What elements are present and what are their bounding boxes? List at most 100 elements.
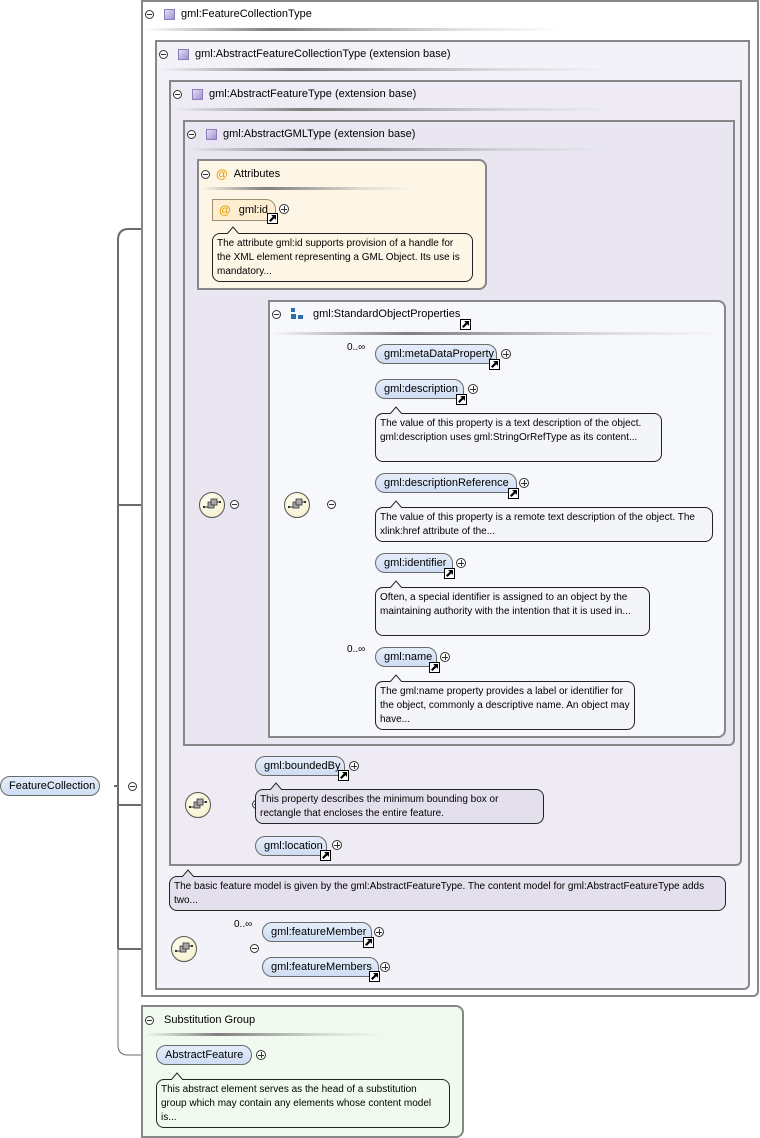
expand-icon[interactable] — [519, 478, 529, 488]
attributes-label: Attributes — [233, 168, 281, 180]
expand-icon[interactable] — [256, 1050, 266, 1060]
expand-icon[interactable] — [468, 384, 478, 394]
collapse-icon[interactable] — [250, 944, 260, 953]
tooltip-arrow — [182, 869, 194, 877]
element-featuremembers[interactable]: gml:featureMembers — [262, 957, 379, 977]
expand-icon[interactable] — [380, 962, 390, 972]
expand-icon[interactable] — [440, 652, 450, 662]
collapse-icon[interactable] — [327, 500, 337, 509]
type-box-label: gml:FeatureCollectionType — [181, 8, 312, 20]
element-abstractfeature[interactable]: AbstractFeature — [156, 1045, 252, 1065]
element-descriptionreference[interactable]: gml:descriptionReference — [375, 473, 517, 493]
base3-label: gml:AbstractGMLType (extension base) — [223, 128, 416, 140]
group-icon — [291, 308, 303, 319]
expand-icon[interactable] — [374, 927, 384, 937]
element-name: gml:boundedBy — [264, 760, 341, 772]
collapse-icon[interactable] — [187, 129, 196, 139]
separator — [187, 148, 607, 151]
collapse-icon[interactable] — [272, 309, 281, 319]
separator — [201, 187, 416, 190]
sequence-icon[interactable] — [284, 492, 310, 518]
tooltip-arrow — [390, 500, 402, 508]
collapse-icon[interactable] — [145, 9, 154, 19]
collapse-icon[interactable] — [128, 782, 138, 791]
collapse-icon[interactable] — [201, 169, 210, 179]
base2-label: gml:AbstractFeatureType (extension base) — [209, 88, 417, 100]
doc-text: The value of this property is a text des… — [380, 418, 642, 443]
type-box-header: gml:FeatureCollectionType — [145, 4, 312, 24]
element-name-text: gml:name — [384, 651, 433, 663]
sequence-icon[interactable] — [171, 936, 197, 962]
complex-type-icon — [164, 8, 175, 20]
doc-text: Often, a special identifier is assigned … — [380, 592, 631, 617]
tooltip-arrow — [171, 1072, 183, 1080]
doc-tooltip: This abstract element serves as the head… — [156, 1072, 450, 1128]
link-icon[interactable] — [320, 850, 331, 861]
doc-tooltip: Often, a special identifier is assigned … — [375, 580, 650, 636]
doc-text: The gml:name property provides a label o… — [380, 686, 630, 725]
separator — [272, 332, 722, 335]
element-description[interactable]: gml:description — [375, 379, 464, 399]
doc-tooltip: The value of this property is a text des… — [375, 406, 662, 462]
separator — [145, 1033, 385, 1036]
doc-tooltip: The basic feature model is given by the … — [169, 869, 726, 911]
group-label: gml:StandardObjectProperties — [313, 308, 461, 320]
element-name: AbstractFeature — [165, 1049, 244, 1061]
link-icon[interactable] — [489, 359, 500, 370]
doc-text: The basic feature model is given by the … — [174, 881, 705, 906]
sequence-icon[interactable] — [199, 492, 225, 518]
separator — [173, 108, 613, 111]
collapse-icon[interactable] — [230, 500, 239, 509]
link-icon[interactable] — [363, 937, 374, 948]
collapse-icon[interactable] — [159, 49, 168, 59]
group-header: gml:StandardObjectProperties — [272, 304, 460, 324]
element-metadataproperty[interactable]: gml:metaDataProperty — [375, 344, 497, 364]
link-icon[interactable] — [369, 971, 380, 982]
attribute-icon: @ — [219, 203, 231, 217]
expand-icon[interactable] — [501, 349, 511, 359]
tooltip-arrow — [390, 406, 402, 414]
element-name: gml:featureMember — [271, 926, 367, 938]
tooltip-arrow — [270, 782, 282, 790]
sequence-icon[interactable] — [185, 792, 211, 818]
tooltip-arrow — [227, 226, 239, 234]
element-name: gml:identifier — [384, 557, 447, 569]
link-icon[interactable] — [456, 394, 467, 405]
expand-icon[interactable] — [349, 761, 359, 771]
collapse-icon[interactable] — [173, 89, 182, 99]
element-location[interactable]: gml:location — [255, 836, 327, 856]
link-icon[interactable] — [460, 319, 471, 330]
element-name[interactable]: gml:name — [375, 647, 437, 667]
doc-tooltip: This property describes the minimum boun… — [255, 782, 544, 824]
cardinality-label: 0..∞ — [234, 919, 253, 930]
separator — [159, 68, 609, 71]
cardinality-label: 0..∞ — [347, 644, 366, 655]
link-icon[interactable] — [338, 770, 349, 781]
link-icon[interactable] — [429, 662, 440, 673]
tooltip-arrow — [390, 580, 402, 588]
root-element-featurecollection[interactable]: FeatureCollection — [0, 776, 100, 796]
element-boundedby[interactable]: gml:boundedBy — [255, 756, 345, 776]
expand-icon[interactable] — [456, 558, 466, 568]
element-featuremember[interactable]: gml:featureMember — [262, 922, 372, 942]
link-icon[interactable] — [444, 568, 455, 579]
doc-text: The attribute gml:id supports provision … — [217, 238, 460, 277]
element-name: gml:featureMembers — [271, 961, 372, 973]
doc-tooltip: The value of this property is a remote t… — [375, 500, 713, 542]
complex-type-icon — [192, 88, 203, 100]
element-identifier[interactable]: gml:identifier — [375, 553, 453, 573]
link-icon[interactable] — [508, 488, 519, 499]
base3-header: gml:AbstractGMLType (extension base) — [187, 124, 415, 144]
collapse-icon[interactable] — [145, 1015, 154, 1025]
tooltip-arrow — [390, 674, 402, 682]
attribute-gml-id[interactable]: @ gml:id — [212, 199, 276, 221]
base2-header: gml:AbstractFeatureType (extension base) — [173, 84, 416, 104]
expand-icon[interactable] — [332, 840, 342, 850]
link-icon[interactable] — [267, 213, 278, 224]
attribute-name: gml:id — [238, 204, 269, 216]
doc-text: This property describes the minimum boun… — [260, 794, 499, 819]
root-element-label: FeatureCollection — [9, 780, 96, 792]
expand-icon[interactable] — [279, 204, 289, 214]
element-name: gml:location — [264, 840, 323, 852]
substitution-group-header: Substitution Group — [145, 1010, 255, 1030]
